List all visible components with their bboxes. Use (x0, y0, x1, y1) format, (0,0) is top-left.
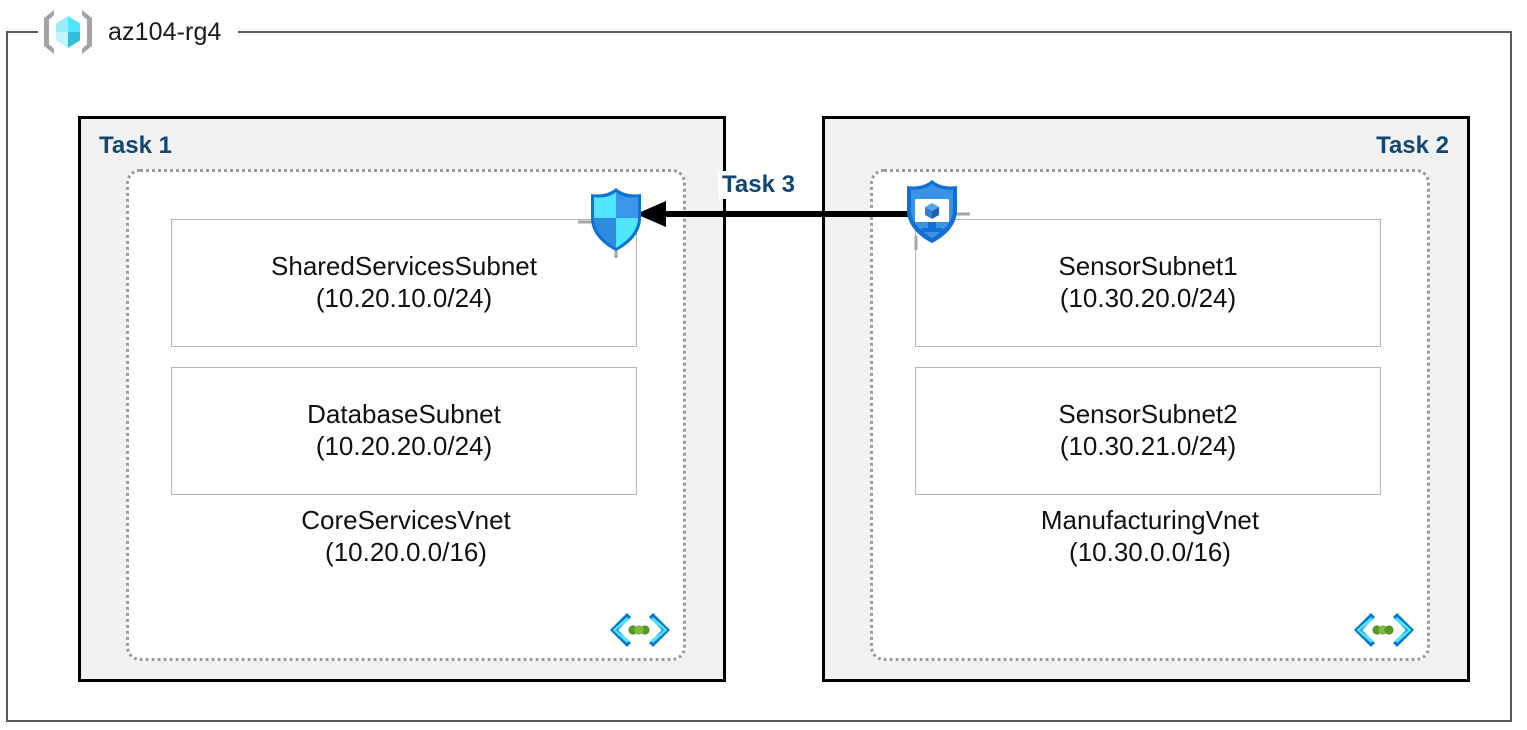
task-3-label: Task 3 (718, 171, 799, 199)
subnet-database: DatabaseSubnet (10.20.20.0/24) (171, 367, 637, 495)
task-2-container: Task 2 SensorSubnet1 (10.30.20.0/24) Sen… (822, 116, 1470, 682)
subnet-cidr: (10.30.20.0/24) (1059, 283, 1237, 313)
vnet-cidr: (10.20.0.0/16) (325, 536, 487, 567)
vnet-core-services-footer: CoreServicesVnet (10.20.0.0/16) (129, 505, 683, 568)
resource-group-name: az104-rg4 (106, 17, 232, 47)
resource-group-header: az104-rg4 (40, 4, 232, 60)
subnet-name: DatabaseSubnet (307, 399, 501, 430)
subnet-cidr: (10.20.20.0/24) (315, 431, 493, 461)
subnet-name: SharedServicesSubnet (271, 251, 537, 282)
network-security-group-shield-icon (578, 182, 654, 258)
resource-group-cube-icon (40, 6, 96, 58)
vnet-manufacturing-container: SensorSubnet1 (10.30.20.0/24) SensorSubn… (870, 169, 1430, 661)
subnet-name: SensorSubnet1 (1058, 251, 1238, 282)
subnet-sensor-1: SensorSubnet1 (10.30.20.0/24) (915, 219, 1381, 347)
subnet-sensor-2: SensorSubnet2 (10.30.21.0/24) (915, 367, 1381, 495)
task-2-label: Task 2 (1376, 132, 1449, 159)
resource-group-frame (6, 31, 1512, 722)
vnet-cidr: (10.30.0.0/16) (1069, 536, 1231, 567)
vnet-name: ManufacturingVnet (1040, 505, 1260, 535)
vnet-manufacturing-footer: ManufacturingVnet (10.30.0.0/16) (873, 505, 1427, 568)
subnet-cidr: (10.20.10.0/24) (315, 283, 493, 313)
left-arrow-icon (636, 196, 914, 232)
virtual-network-icon (605, 608, 675, 654)
subnet-name: SensorSubnet2 (1058, 399, 1238, 430)
subnet-cidr: (10.30.21.0/24) (1059, 431, 1237, 461)
virtual-network-icon (1349, 608, 1419, 654)
vnet-core-services-container: SharedServicesSubnet (10.20.10.0/24) Dat… (126, 169, 686, 661)
vnet-name: CoreServicesVnet (301, 505, 511, 535)
subnet-shared-services: SharedServicesSubnet (10.20.10.0/24) (171, 219, 637, 347)
task-1-label: Task 1 (99, 132, 172, 159)
application-security-group-shield-icon (894, 174, 970, 250)
